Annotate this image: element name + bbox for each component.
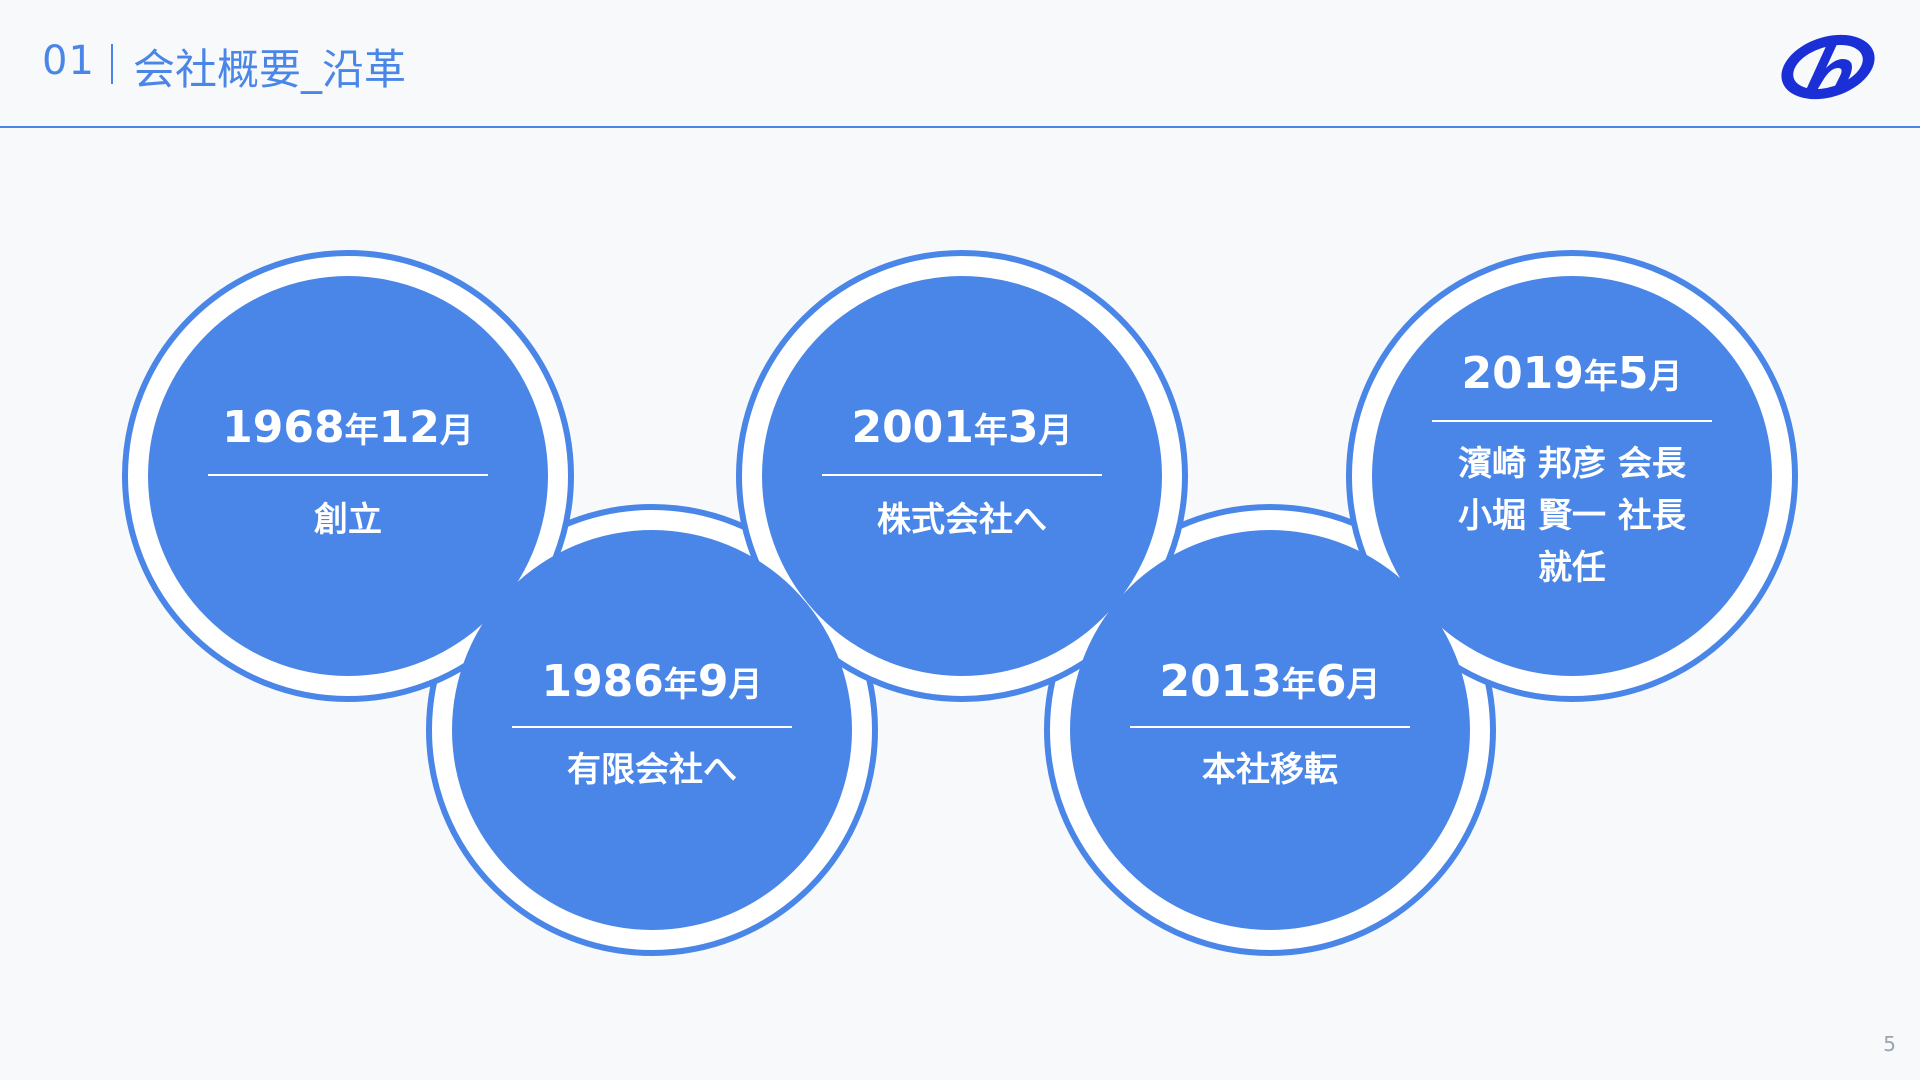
header-divider bbox=[111, 44, 113, 84]
timeline-label-line-1: 濱崎 邦彦 会長 bbox=[1458, 444, 1686, 484]
timeline-date: 1986年9月 bbox=[452, 654, 852, 713]
year-value: 1986 bbox=[541, 656, 664, 707]
timeline-label: 本社移転 bbox=[1202, 750, 1338, 790]
section-number: 01 bbox=[42, 38, 95, 84]
year-unit: 年 bbox=[344, 411, 379, 451]
header-bar: 01 会社概要_沿革 bbox=[0, 0, 1920, 128]
timeline-label-line-2: 小堀 賢一 社長 bbox=[1458, 496, 1686, 536]
month-unit: 月 bbox=[1648, 357, 1683, 397]
timeline-label-line-3: 就任 bbox=[1538, 548, 1606, 588]
year-value: 1968 bbox=[222, 402, 345, 453]
timeline-item-2019: 2019年5月 濱崎 邦彦 会長 小堀 賢一 社長 就任 bbox=[1372, 276, 1772, 676]
year-unit: 年 bbox=[663, 665, 698, 705]
timeline-divider bbox=[1130, 726, 1410, 728]
year-value: 2001 bbox=[851, 402, 974, 453]
month-unit: 月 bbox=[1038, 411, 1073, 451]
timeline-label: 有限会社へ bbox=[567, 750, 737, 790]
timeline-date: 1968年12月 bbox=[148, 400, 548, 459]
timeline-date: 2001年3月 bbox=[762, 400, 1162, 459]
timeline-item-1986: 1986年9月 有限会社へ bbox=[452, 530, 852, 930]
year-unit: 年 bbox=[1281, 665, 1316, 705]
page-title: 会社概要_沿革 bbox=[133, 45, 407, 94]
timeline-item-1968: 1968年12月 創立 bbox=[148, 276, 548, 676]
year-value: 2013 bbox=[1159, 656, 1282, 707]
timeline-label: 創立 bbox=[314, 500, 382, 540]
timeline-divider bbox=[1432, 420, 1712, 422]
timeline-divider bbox=[208, 474, 488, 476]
month-value: 5 bbox=[1617, 348, 1649, 399]
month-unit: 月 bbox=[1346, 665, 1381, 705]
month-value: 6 bbox=[1315, 656, 1347, 707]
timeline-label: 株式会社へ bbox=[877, 500, 1047, 540]
month-unit: 月 bbox=[439, 411, 474, 451]
timeline-divider bbox=[512, 726, 792, 728]
month-value: 9 bbox=[697, 656, 729, 707]
year-unit: 年 bbox=[973, 411, 1008, 451]
year-value: 2019 bbox=[1461, 348, 1584, 399]
month-value: 3 bbox=[1007, 402, 1039, 453]
company-logo-icon bbox=[1781, 34, 1875, 100]
timeline-date: 2013年6月 bbox=[1070, 654, 1470, 713]
month-value: 12 bbox=[378, 402, 440, 453]
timeline-item-2001: 2001年3月 株式会社へ bbox=[762, 276, 1162, 676]
month-unit: 月 bbox=[728, 665, 763, 705]
page-number: 5 bbox=[1883, 1032, 1896, 1056]
timeline-date: 2019年5月 bbox=[1372, 346, 1772, 405]
timeline-divider bbox=[822, 474, 1102, 476]
timeline-item-2013: 2013年6月 本社移転 bbox=[1070, 530, 1470, 930]
year-unit: 年 bbox=[1583, 357, 1618, 397]
